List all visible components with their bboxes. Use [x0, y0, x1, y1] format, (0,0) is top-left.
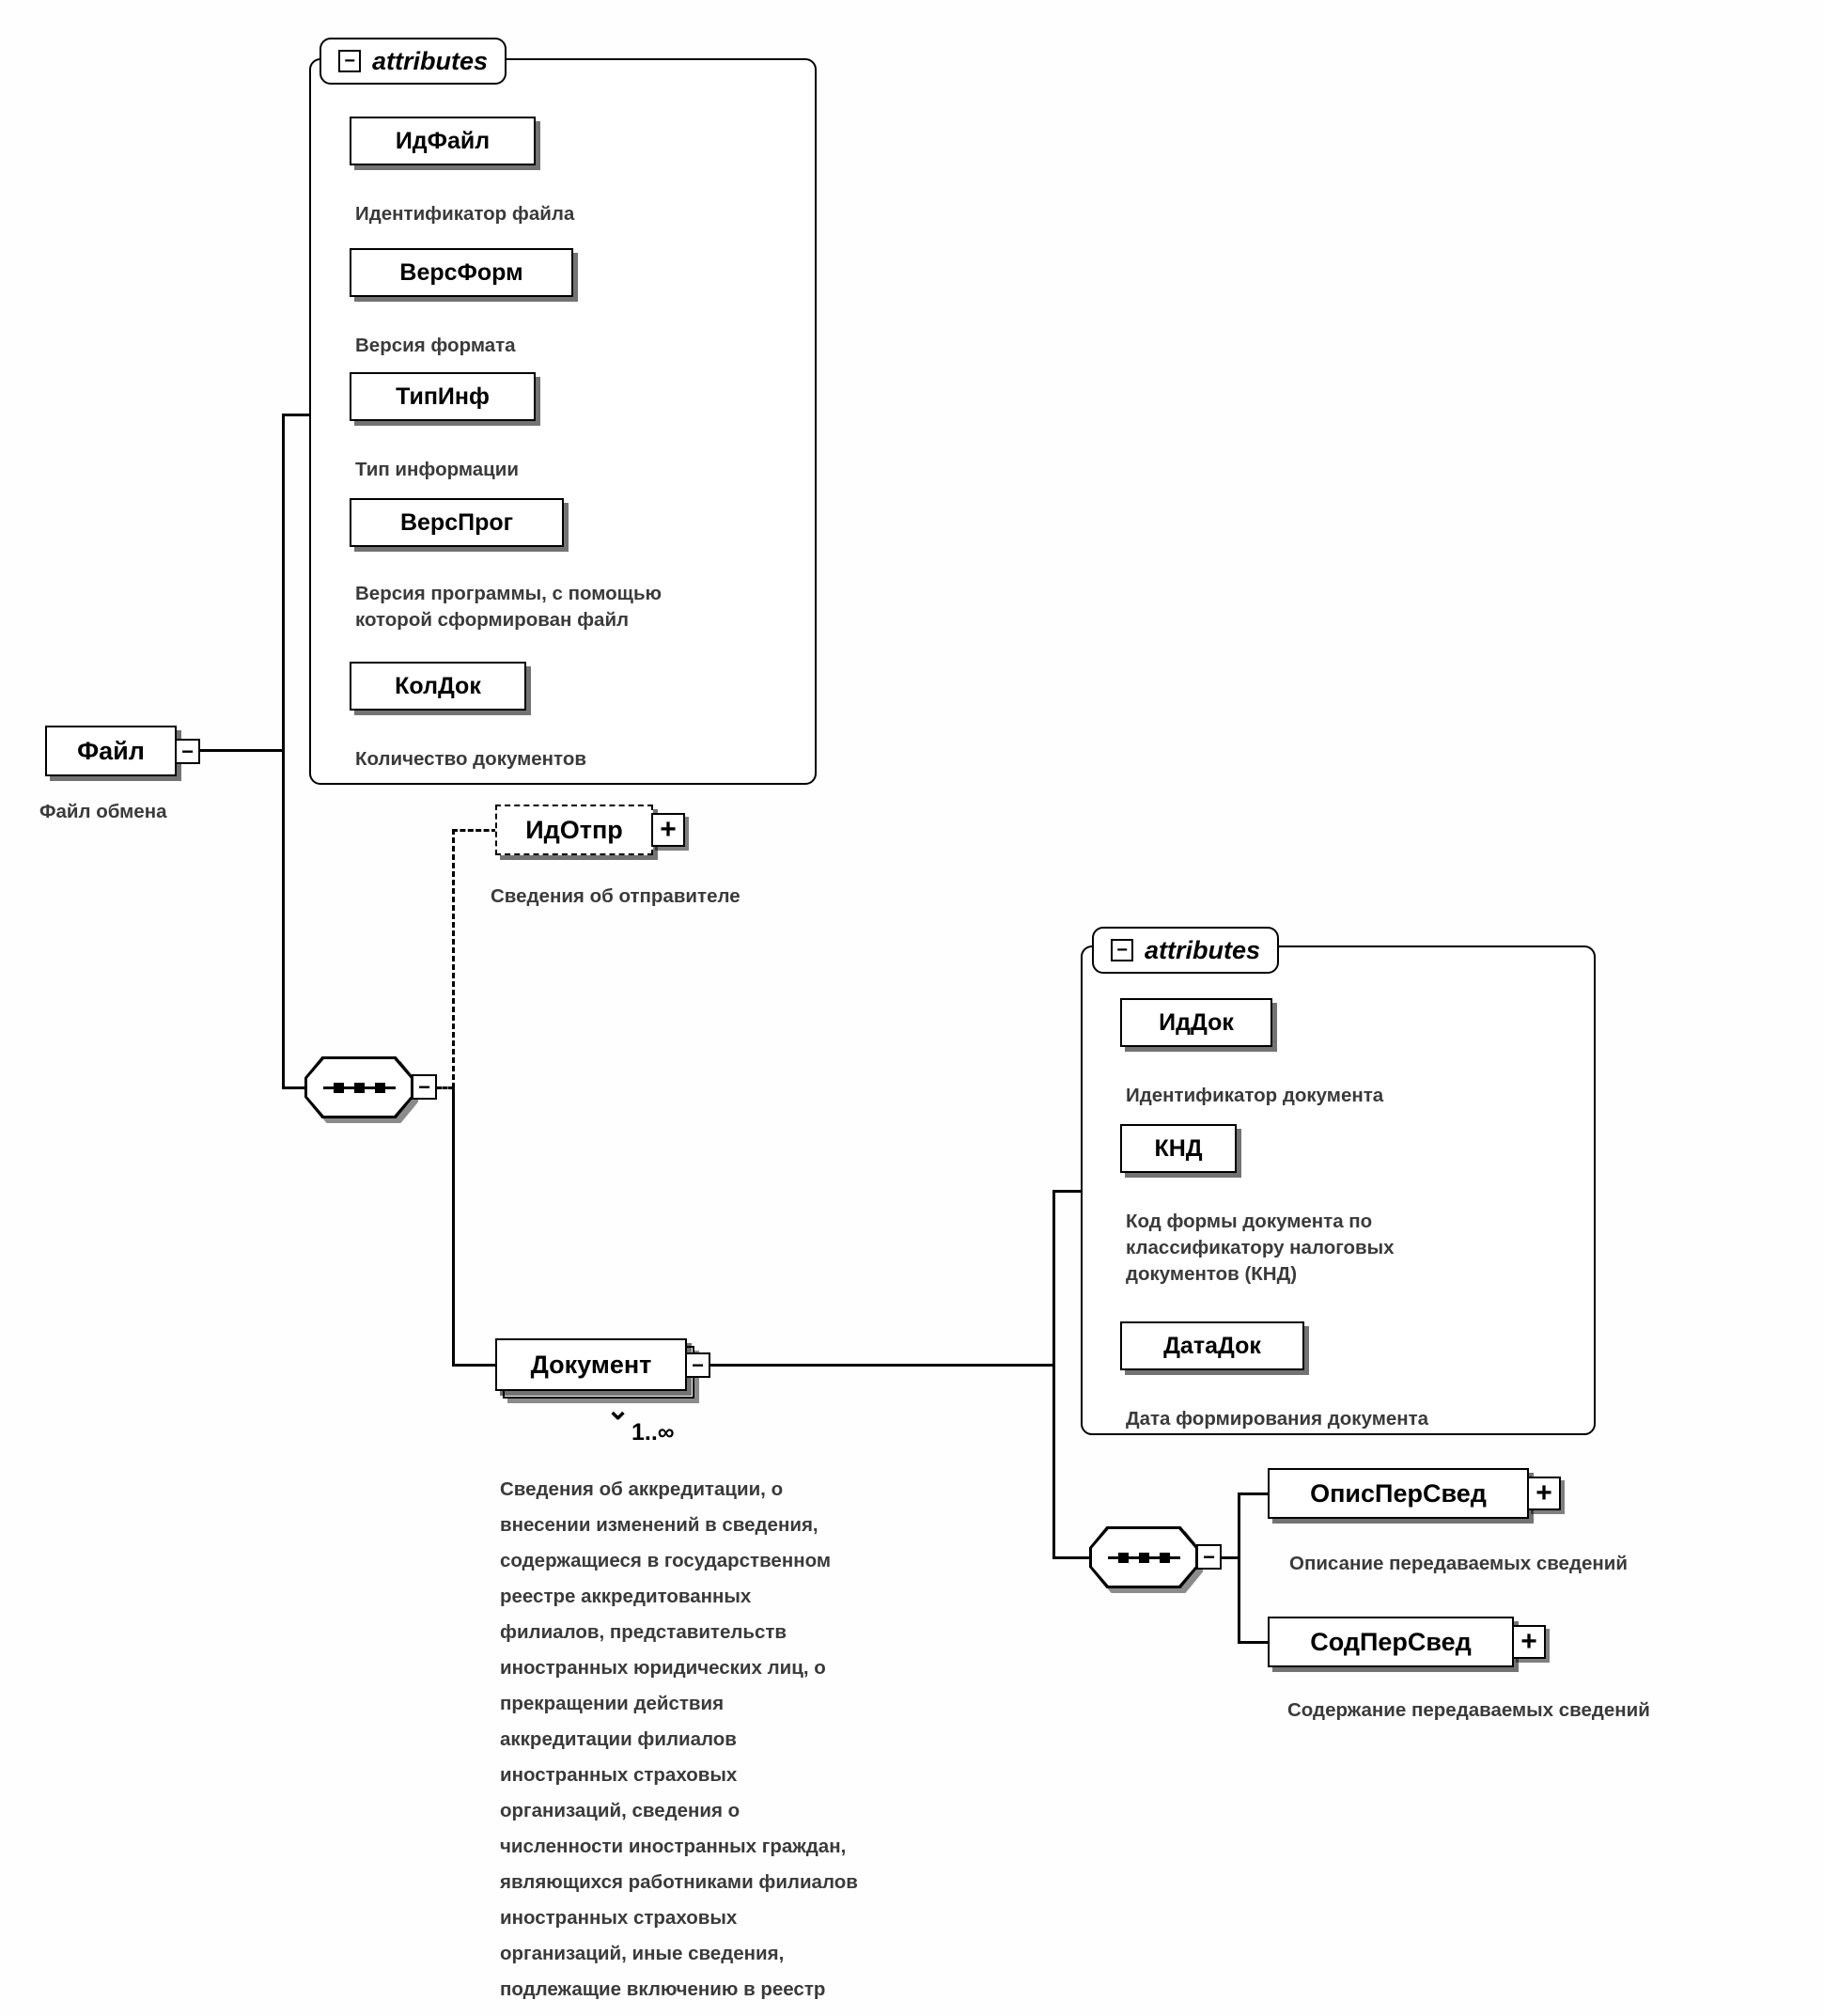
connector-line [452, 1086, 455, 1366]
connector-line [282, 414, 311, 416]
attribute-vers-form-annotation: Версия формата [355, 335, 516, 356]
attributes-group-tab[interactable]: − attributes [1092, 927, 1280, 974]
element-dokument-annotation: Сведения об аккредитации, о внесении изм… [500, 1478, 858, 2000]
attribute-vers-prog[interactable]: ВерсПрог [350, 498, 564, 547]
connector-line [282, 414, 285, 1089]
sequence-compositor[interactable] [304, 1056, 418, 1123]
attributes-group-label: attributes [1145, 935, 1261, 964]
element-file-annotation: Файл обмена [39, 801, 167, 822]
connector-line [452, 829, 497, 832]
attributes-group-tab[interactable]: − attributes [320, 38, 507, 85]
connector-line [1052, 1190, 1055, 1559]
chevron-down-icon: ⌄ [606, 1395, 631, 1426]
attribute-data-dok-annotation: Дата формирования документа [1126, 1408, 1429, 1430]
cardinality-label: 1..∞ [631, 1419, 675, 1446]
sequence-icon [1092, 1529, 1195, 1586]
expand-icon[interactable]: + [1527, 1477, 1561, 1510]
sequence-compositor[interactable] [1089, 1526, 1203, 1593]
attribute-data-dok[interactable]: ДатаДок [1120, 1321, 1304, 1370]
connector-line [452, 829, 455, 1088]
attribute-id-dok-annotation: Идентификатор документа [1126, 1085, 1384, 1106]
element-opis-per-sved-annotation: Описание передаваемых сведений [1289, 1553, 1628, 1574]
element-id-otpr-label: ИдОтпр [525, 815, 623, 844]
attributes-group-label: attributes [372, 46, 489, 75]
attribute-label: КолДок [395, 672, 481, 699]
attribute-label: КНД [1154, 1134, 1203, 1162]
attribute-vers-form[interactable]: ВерсФорм [350, 248, 573, 297]
collapse-icon[interactable]: − [412, 1074, 437, 1100]
attribute-kol-dok-annotation: Количество документов [355, 748, 586, 770]
connector-line [1052, 1190, 1083, 1193]
attribute-label: ВерсФорм [399, 258, 523, 286]
collapse-icon[interactable]: − [1196, 1544, 1222, 1570]
connector-line [1238, 1641, 1269, 1644]
connector-line [1238, 1492, 1240, 1644]
expand-icon[interactable]: + [1512, 1625, 1546, 1659]
connector-line [199, 749, 284, 752]
element-opis-per-sved[interactable]: ОписПерСвед [1268, 1468, 1529, 1519]
attribute-vers-prog-annotation: Версия программы, с помощью которой сфор… [355, 583, 663, 631]
attribute-label: ИдДок [1159, 1008, 1234, 1036]
collapse-icon[interactable]: − [685, 1352, 710, 1378]
attribute-label: ТипИнф [396, 383, 490, 410]
connector-line [1238, 1492, 1269, 1495]
element-sod-per-sved[interactable]: СодПерСвед [1268, 1617, 1514, 1667]
element-dokument-label: Документ [530, 1350, 652, 1379]
collapse-icon[interactable]: − [338, 50, 361, 72]
element-sod-per-sved-annotation: Содержание передаваемых сведений [1287, 1699, 1650, 1721]
attribute-knd-annotation: Код формы документа по классификатору на… [1126, 1211, 1395, 1285]
expand-icon[interactable]: + [651, 813, 685, 847]
attribute-kol-dok[interactable]: КолДок [350, 662, 526, 711]
element-id-otpr-annotation: Сведения об отправителе [491, 885, 741, 907]
connector-line [1219, 1556, 1240, 1559]
collapse-icon[interactable]: − [1111, 939, 1133, 961]
connector-line [1052, 1556, 1091, 1559]
sequence-outline [1089, 1526, 1198, 1588]
attribute-tip-inf-annotation: Тип информации [355, 459, 519, 480]
attribute-label: ИдФайл [395, 127, 491, 154]
collapse-icon[interactable]: − [175, 739, 200, 764]
connector-line [452, 1364, 497, 1367]
connector-line [709, 1364, 1054, 1367]
element-dokument[interactable]: Документ [495, 1338, 687, 1391]
attribute-knd[interactable]: КНД [1120, 1124, 1237, 1173]
element-opis-per-sved-label: ОписПерСвед [1310, 1478, 1487, 1508]
attribute-label: ДатаДок [1163, 1332, 1261, 1359]
sequence-icon [307, 1059, 411, 1116]
attribute-id-dok[interactable]: ИдДок [1120, 998, 1272, 1047]
attribute-label: ВерсПрог [399, 508, 514, 536]
element-file-label: Файл [77, 736, 145, 765]
sequence-outline [304, 1056, 413, 1118]
connector-line [436, 1086, 454, 1089]
attribute-id-fayl[interactable]: ИдФайл [350, 117, 536, 165]
element-file[interactable]: Файл [45, 726, 177, 776]
element-id-otpr[interactable]: ИдОтпр [495, 805, 653, 855]
attribute-id-fayl-annotation: Идентификатор файла [355, 203, 575, 225]
attribute-tip-inf[interactable]: ТипИнф [350, 372, 536, 421]
element-sod-per-sved-label: СодПерСвед [1310, 1627, 1472, 1656]
connector-line [282, 1086, 306, 1089]
